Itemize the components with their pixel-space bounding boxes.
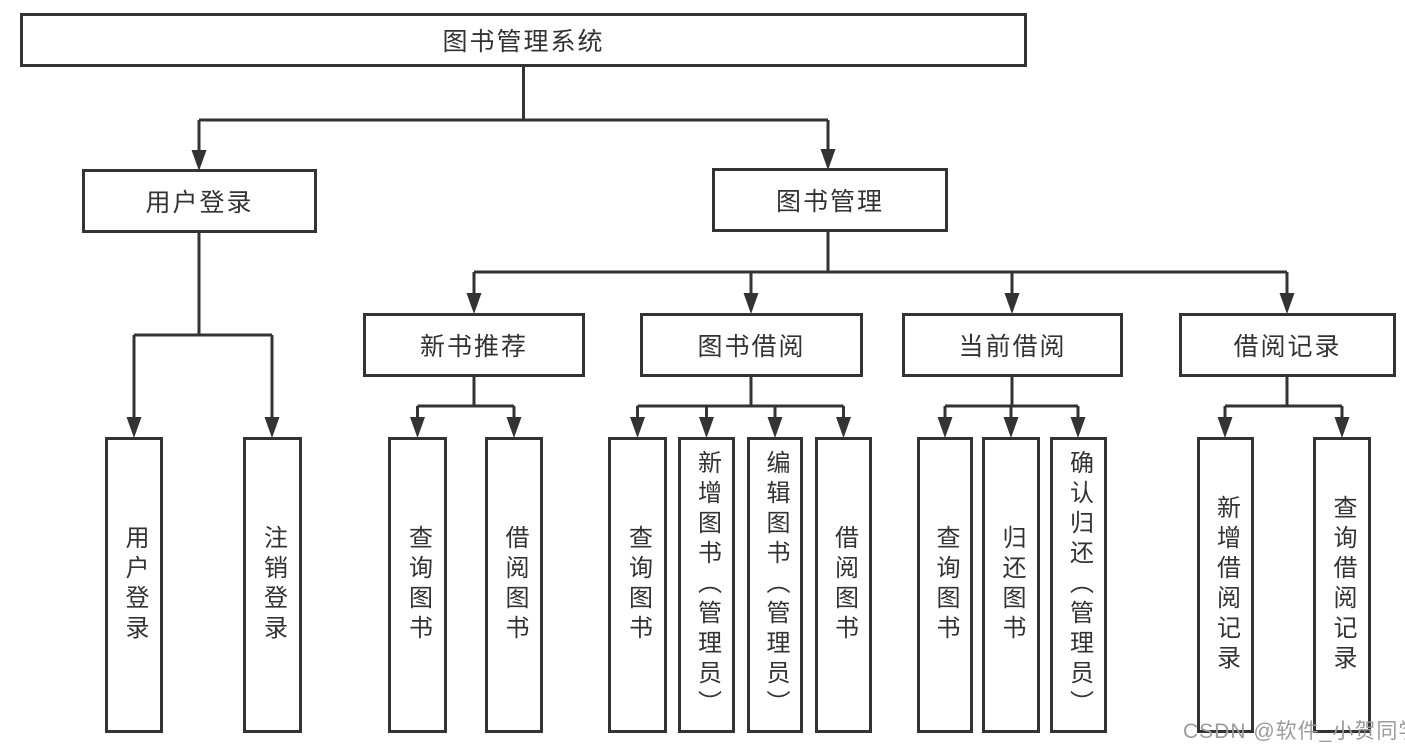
node-root: 图书管理系统 (20, 13, 1027, 67)
node-book-management: 图书管理 (712, 168, 948, 232)
node-leaf-query-borrow-record: 查询借阅记录 (1313, 437, 1371, 733)
node-leaf-query-book-3-label: 查询图书 (932, 525, 959, 645)
node-borrow-records-label: 借阅记录 (1233, 333, 1342, 361)
node-user-login: 用户登录 (82, 169, 317, 233)
node-current-borrow-label: 当前借阅 (958, 333, 1067, 361)
node-current-borrow: 当前借阅 (902, 313, 1123, 377)
arrowheads (126, 149, 1350, 438)
csdn-watermark: CSDN @软件_小贺同学 (1183, 720, 1405, 743)
node-leaf-edit-book-admin-label: 编辑图书（管理员） (762, 450, 789, 720)
node-leaf-query-book-2: 查询图书 (608, 437, 667, 733)
node-leaf-query-book-1-label: 查询图书 (404, 525, 432, 645)
node-leaf-return-book: 归还图书 (982, 437, 1040, 733)
node-leaf-logout-label: 注销登录 (259, 525, 287, 645)
node-leaf-return-book-label: 归还图书 (998, 525, 1025, 645)
node-leaf-confirm-return-admin-label: 确认归还（管理员） (1065, 450, 1093, 720)
node-leaf-borrow-book-1: 借阅图书 (485, 437, 543, 733)
node-leaf-add-book-admin-label: 新增图书（管理员） (693, 450, 721, 720)
node-leaf-user-login-label: 用户登录 (121, 525, 148, 645)
node-leaf-add-borrow-record-label: 新增借阅记录 (1212, 495, 1240, 675)
node-leaf-edit-book-admin: 编辑图书（管理员） (747, 437, 803, 733)
node-leaf-borrow-book-2: 借阅图书 (815, 437, 872, 733)
node-book-borrow: 图书借阅 (640, 313, 863, 377)
node-leaf-query-book-3: 查询图书 (917, 437, 973, 733)
node-leaf-logout: 注销登录 (243, 437, 302, 733)
node-leaf-confirm-return-admin: 确认归还（管理员） (1050, 437, 1107, 733)
node-leaf-borrow-book-1-label: 借阅图书 (501, 525, 528, 645)
node-leaf-query-book-1: 查询图书 (388, 437, 447, 733)
node-leaf-user-login: 用户登录 (105, 437, 163, 733)
node-leaf-query-book-2-label: 查询图书 (624, 525, 652, 645)
node-leaf-borrow-book-2-label: 借阅图书 (830, 525, 858, 645)
node-borrow-records: 借阅记录 (1179, 313, 1396, 377)
node-new-book-recommend-label: 新书推荐 (419, 333, 528, 361)
node-root-label: 图书管理系统 (442, 28, 605, 56)
node-user-login-label: 用户登录 (145, 189, 254, 217)
node-book-management-label: 图书管理 (775, 188, 884, 216)
node-new-book-recommend: 新书推荐 (363, 313, 585, 377)
node-leaf-add-borrow-record: 新增借阅记录 (1197, 437, 1254, 733)
node-leaf-query-borrow-record-label: 查询借阅记录 (1329, 495, 1356, 675)
node-leaf-add-book-admin: 新增图书（管理员） (678, 437, 735, 733)
node-book-borrow-label: 图书借阅 (697, 333, 806, 361)
